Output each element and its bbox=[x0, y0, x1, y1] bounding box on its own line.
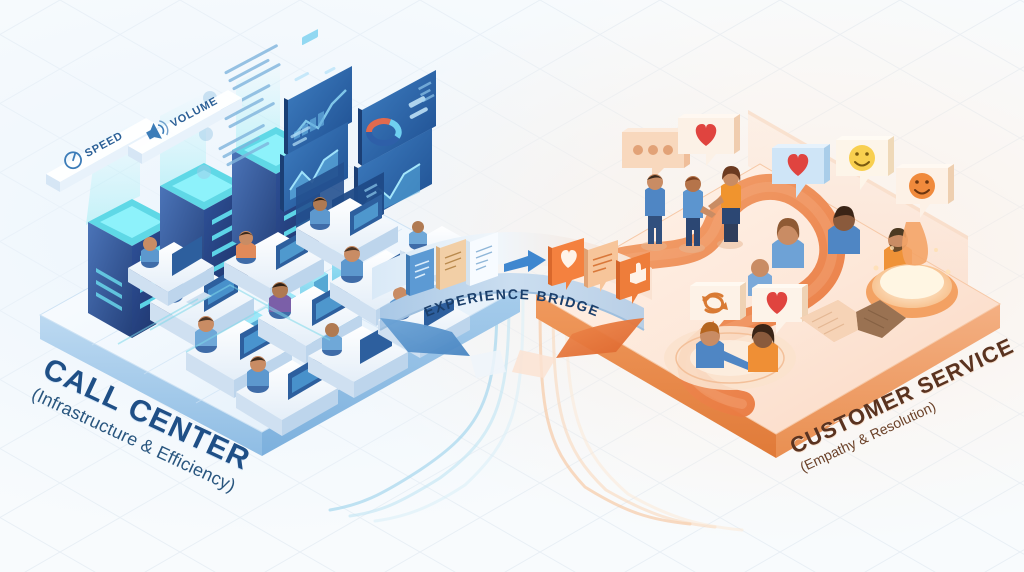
speech-bubble-smiley-yellow bbox=[836, 136, 894, 190]
speech-bubble-heart-blue bbox=[772, 144, 830, 198]
workstations bbox=[128, 194, 478, 436]
seated-person-blue bbox=[696, 322, 760, 370]
speech-bubble-smiley-orange bbox=[896, 164, 954, 218]
speech-thumbsup-icon bbox=[616, 252, 650, 304]
agent-3 bbox=[310, 197, 330, 230]
workstation-10 bbox=[128, 236, 214, 306]
person-3-orange bbox=[708, 166, 743, 249]
avatar-emoji-group bbox=[748, 136, 954, 296]
agent-5 bbox=[269, 282, 291, 319]
person-1-blue bbox=[641, 174, 667, 251]
conversation-group bbox=[622, 114, 743, 253]
arrow-right-icon bbox=[504, 250, 546, 272]
agent-7 bbox=[247, 356, 269, 393]
document-tan-icon bbox=[436, 239, 466, 290]
flow-documents bbox=[406, 232, 546, 296]
workstation-7 bbox=[236, 354, 338, 436]
agent-4 bbox=[195, 316, 217, 353]
workstation-2 bbox=[224, 228, 324, 304]
flow-speech-bubbles bbox=[548, 238, 650, 304]
avatar-bust-1 bbox=[772, 218, 804, 268]
avatar-bust-2 bbox=[828, 206, 860, 254]
speech-bubble-heart-peach bbox=[678, 114, 740, 166]
dashboard-panel-1 bbox=[284, 66, 352, 156]
document-blue-icon bbox=[406, 248, 434, 296]
handshake-icon bbox=[800, 300, 906, 342]
speech-heart-icon bbox=[548, 238, 584, 290]
speech-lines-icon bbox=[584, 240, 618, 292]
floor-cables bbox=[117, 284, 331, 353]
agent-2 bbox=[236, 231, 256, 264]
dashboard-panel-5 bbox=[296, 29, 344, 230]
seated-person-orange bbox=[748, 324, 778, 372]
list-item-1 bbox=[203, 44, 281, 105]
dashboard-panels bbox=[280, 29, 436, 242]
document-white-icon bbox=[466, 232, 498, 286]
agent-10 bbox=[141, 237, 159, 268]
speech-bubble-heart-resolution bbox=[752, 284, 808, 334]
agent-6 bbox=[341, 246, 363, 283]
agent-11 bbox=[409, 221, 427, 250]
list-item-3 bbox=[197, 124, 270, 179]
dashboard-panel-3 bbox=[358, 70, 436, 166]
resolution-group bbox=[664, 282, 808, 390]
person-2-blue bbox=[679, 176, 716, 253]
speech-bubble-cycle bbox=[690, 282, 746, 332]
glow-podium bbox=[866, 222, 958, 318]
